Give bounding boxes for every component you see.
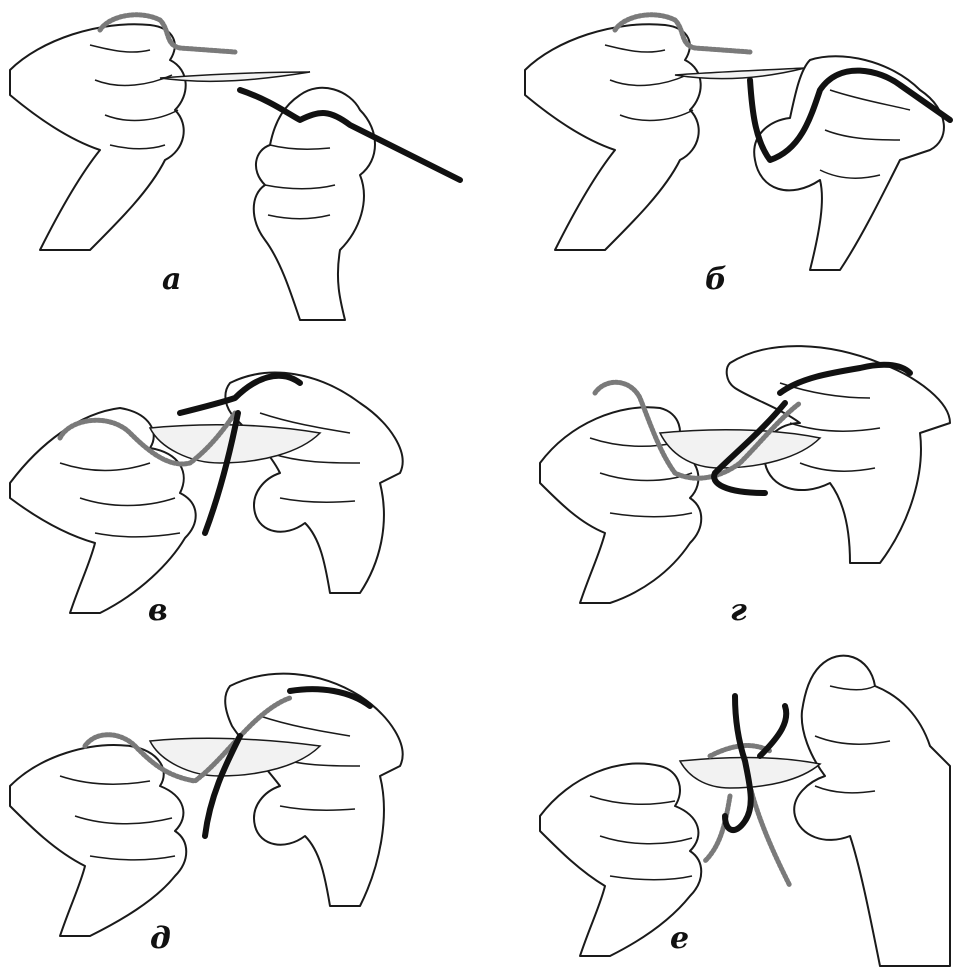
illustration-panel-f — [480, 646, 959, 969]
panel-label: в — [148, 593, 168, 628]
right-hand — [794, 656, 950, 966]
left-hand — [10, 745, 186, 936]
panel-a: а — [0, 0, 479, 323]
illustration-panel-d — [480, 323, 959, 646]
left-hand — [10, 24, 186, 250]
panel-label: б — [705, 262, 727, 297]
panel-c: в — [0, 323, 479, 646]
panel-f: е — [480, 646, 959, 969]
panel-d: г — [480, 323, 959, 646]
illustration-panel-c — [0, 323, 479, 646]
right-hand — [254, 88, 375, 320]
panel-label: а — [162, 262, 181, 297]
panel-label: е — [670, 921, 689, 956]
illustration-panel-a — [0, 0, 479, 323]
right-hand — [754, 56, 944, 270]
panel-label: г — [730, 593, 747, 628]
right-hand — [225, 373, 402, 593]
panel-e: д — [0, 646, 479, 969]
left-hand — [525, 24, 701, 250]
right-hand — [225, 674, 402, 906]
panel-label: д — [150, 921, 171, 956]
illustration-panel-e — [0, 646, 479, 969]
panel-b: б — [480, 0, 959, 323]
